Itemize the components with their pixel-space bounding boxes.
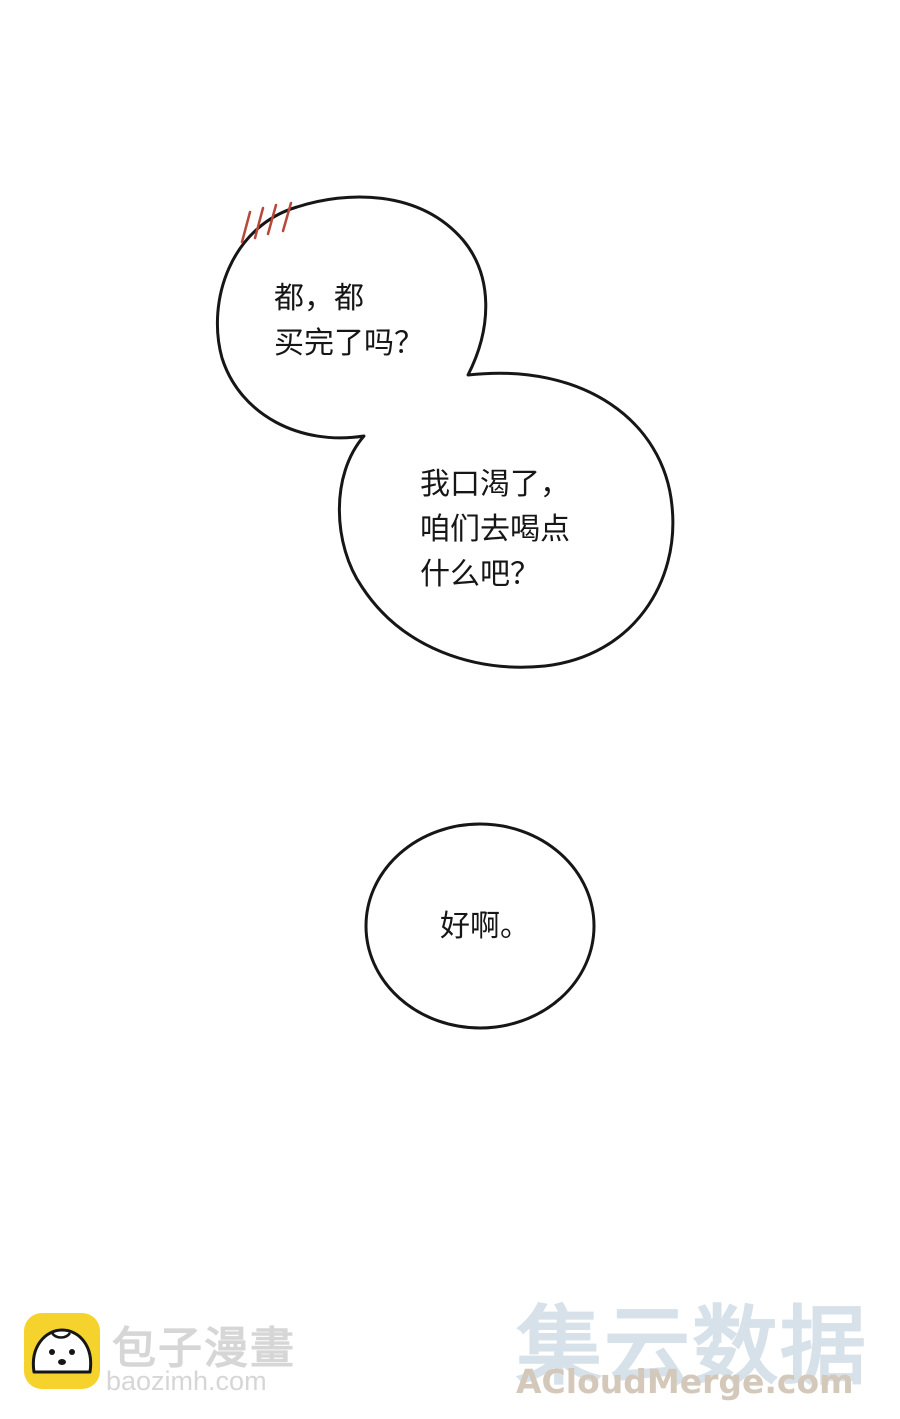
speech-bubble-single <box>364 822 596 1030</box>
bubble-text-2: 我口渴了， 咱们去喝点 什么吧？ <box>420 462 570 597</box>
watermark-right-url: ACloudMerge.com <box>516 1362 854 1401</box>
bubble-text-3: 好啊。 <box>440 904 530 949</box>
bubble-line: 咱们去喝点 <box>420 512 570 547</box>
bubble-line: 我口渴了， <box>420 467 570 502</box>
bubble-line: 什么吧？ <box>420 557 540 592</box>
speech-bubble-double <box>215 195 675 669</box>
bubble-line: 好啊。 <box>440 909 530 944</box>
bubble-line: 买完了吗？ <box>274 326 424 361</box>
watermark-left-name: 包子漫畫 <box>112 1323 296 1374</box>
baozi-logo-icon <box>24 1313 100 1389</box>
bubble-line: 都，都 <box>274 281 364 316</box>
watermark-right-name: 集云数据 <box>516 1297 868 1397</box>
bubble-text-1: 都，都 买完了吗？ <box>274 276 424 366</box>
watermark-left-url: baozimh.com <box>106 1366 267 1396</box>
stress-marks <box>240 201 293 244</box>
